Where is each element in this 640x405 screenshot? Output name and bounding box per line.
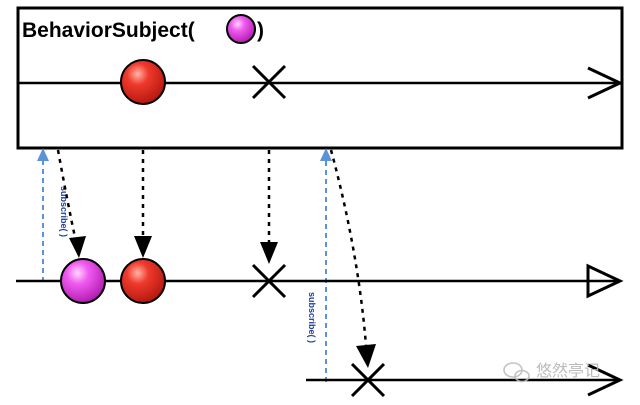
initial-value-marble bbox=[226, 14, 256, 44]
emission-arrow-complete-2 bbox=[329, 149, 376, 368]
watermark: 悠然亭记 bbox=[503, 361, 600, 383]
source-timeline-arrowhead bbox=[587, 66, 624, 100]
title-close-paren: ) bbox=[257, 19, 264, 42]
wechat-logo-icon bbox=[503, 362, 530, 383]
subscriber1-red-marble bbox=[120, 258, 166, 304]
subscribe-arrow-2 bbox=[320, 148, 332, 382]
subscriber2-timeline-arrowhead bbox=[587, 363, 624, 397]
subscriber2-complete-marker bbox=[350, 362, 386, 398]
subscriber1-complete-marker bbox=[251, 263, 287, 299]
emission-arrow-complete-1 bbox=[260, 150, 278, 264]
emission-arrow-red bbox=[134, 150, 152, 258]
source-red-marble bbox=[120, 59, 166, 105]
subscribe-arrow-1 bbox=[37, 148, 49, 282]
title-label: BehaviorSubject( bbox=[22, 19, 195, 42]
subscriber1-magenta-marble bbox=[60, 258, 106, 304]
subscribe-label-2: subscribe( ) bbox=[307, 292, 317, 343]
emission-arrow-magenta bbox=[56, 149, 86, 258]
subscriber1-timeline-arrowhead bbox=[586, 263, 624, 299]
source-complete-marker bbox=[251, 64, 287, 100]
watermark-text: 悠然亭记 bbox=[536, 361, 600, 380]
subscribe-label-1: subscribe( ) bbox=[59, 186, 69, 237]
subject-box bbox=[16, 6, 624, 150]
